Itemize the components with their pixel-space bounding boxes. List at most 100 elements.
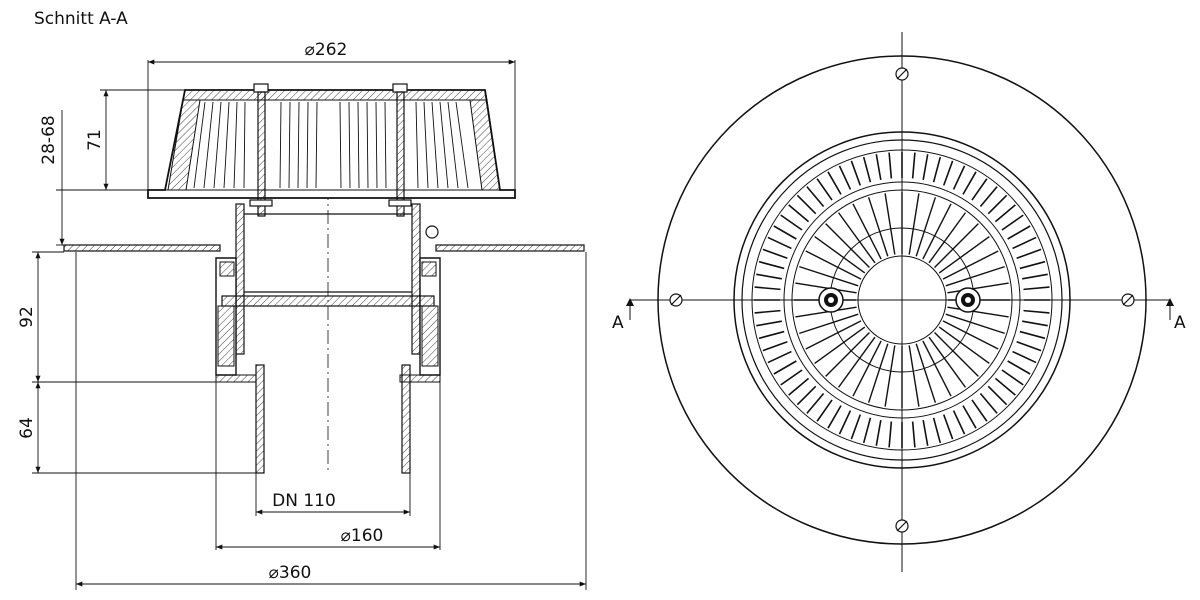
slot-line bbox=[952, 410, 966, 435]
outlet-pipe bbox=[255, 364, 411, 474]
slot-line bbox=[1019, 330, 1046, 340]
bolt-left-icon bbox=[669, 293, 683, 307]
slot-line bbox=[773, 360, 797, 375]
slot-line bbox=[838, 165, 852, 190]
slot-line bbox=[888, 421, 893, 448]
slot-line bbox=[862, 156, 872, 183]
slot-line bbox=[1023, 309, 1050, 314]
slot-line bbox=[767, 236, 792, 250]
slot-line bbox=[1001, 369, 1024, 386]
dim-diameter-360: ⌀360 bbox=[269, 563, 312, 583]
spoke-line bbox=[922, 203, 952, 260]
slot-line bbox=[1016, 340, 1042, 352]
spoke-line bbox=[938, 326, 990, 365]
base-flange bbox=[63, 244, 585, 252]
outer-slot-ring bbox=[754, 152, 1050, 448]
slot-line bbox=[762, 248, 788, 260]
grate-spokes bbox=[794, 192, 1010, 408]
outer-flange-circle bbox=[657, 55, 1147, 545]
dome-cap bbox=[147, 89, 516, 199]
slot-ring-outer bbox=[751, 149, 1053, 451]
grate-ring-outer bbox=[791, 189, 1013, 411]
slot-line bbox=[942, 160, 954, 186]
slot-line bbox=[780, 369, 803, 386]
slot-line bbox=[754, 286, 781, 291]
slot-line bbox=[911, 152, 916, 179]
spoke-line bbox=[799, 313, 859, 335]
dim-dn110: DN 110 bbox=[272, 491, 336, 511]
slot-line bbox=[1022, 273, 1048, 280]
slot-line bbox=[756, 273, 782, 280]
spoke-line bbox=[825, 223, 870, 268]
spoke-line bbox=[852, 203, 882, 260]
screw-right-icon bbox=[955, 287, 981, 313]
spoke-line bbox=[795, 306, 857, 318]
spoke-line bbox=[814, 235, 866, 274]
slot-line bbox=[762, 340, 788, 352]
spoke-line bbox=[947, 306, 1009, 318]
slot-line bbox=[816, 399, 833, 422]
slot-line bbox=[1012, 236, 1037, 250]
slot-line bbox=[962, 171, 977, 195]
slot-line bbox=[1007, 225, 1031, 240]
slot-ring-inner bbox=[783, 181, 1021, 419]
spoke-line bbox=[852, 340, 882, 397]
spoke-line bbox=[908, 345, 920, 407]
slot-line bbox=[952, 165, 966, 190]
slot-line bbox=[979, 392, 998, 414]
grate-ring-inner bbox=[857, 255, 947, 345]
slot-line bbox=[994, 377, 1016, 396]
slot-line bbox=[994, 204, 1016, 223]
spoke-line bbox=[938, 235, 990, 274]
slot-line bbox=[756, 320, 782, 327]
slot-line bbox=[962, 405, 977, 429]
spoke-line bbox=[908, 193, 920, 255]
spoke-line bbox=[805, 250, 862, 280]
spoke-line bbox=[805, 320, 862, 350]
spoke-line bbox=[825, 332, 870, 377]
slot-line bbox=[827, 405, 842, 429]
spoke-line bbox=[915, 343, 937, 403]
spoke-line bbox=[884, 345, 896, 407]
slot-line bbox=[796, 385, 817, 406]
slot-line bbox=[788, 377, 810, 396]
dim-height-28-68: 28-68 bbox=[39, 115, 59, 164]
slot-line bbox=[850, 160, 862, 186]
dome-outer-circle bbox=[733, 131, 1071, 469]
slot-line bbox=[796, 194, 817, 215]
slot-line bbox=[1022, 320, 1048, 327]
bolt-bottom-icon bbox=[895, 519, 909, 533]
spoke-line bbox=[814, 326, 866, 365]
dim-height-71: 71 bbox=[85, 129, 105, 151]
slot-line bbox=[911, 421, 916, 448]
dim-height-64: 64 bbox=[17, 417, 37, 439]
slot-line bbox=[922, 420, 929, 446]
spoke-line bbox=[942, 320, 999, 350]
dim-diameter-262: ⌀262 bbox=[305, 40, 348, 60]
flange-bolts bbox=[669, 67, 1135, 533]
section-mark-right-label: A bbox=[1174, 313, 1186, 333]
slot-line bbox=[758, 260, 785, 270]
spoke-line bbox=[795, 282, 857, 294]
spoke-line bbox=[945, 265, 1005, 287]
slot-line bbox=[806, 186, 825, 208]
dim-diameter-160: ⌀160 bbox=[341, 526, 384, 546]
slot-line bbox=[1012, 350, 1037, 364]
slot-line bbox=[987, 385, 1008, 406]
slot-line bbox=[875, 420, 882, 446]
spoke-line bbox=[922, 340, 952, 397]
section-mark-left-label: A bbox=[612, 313, 624, 333]
slot-line bbox=[1016, 248, 1042, 260]
spoke-line bbox=[915, 197, 937, 257]
section-view: Schnitt A-A bbox=[17, 9, 587, 590]
slot-line bbox=[758, 330, 785, 340]
slot-line bbox=[773, 225, 797, 240]
slot-line bbox=[1001, 214, 1024, 231]
slot-line bbox=[987, 194, 1008, 215]
spoke-line bbox=[837, 336, 876, 388]
slot-line bbox=[1007, 360, 1031, 375]
spoke-line bbox=[945, 313, 1005, 335]
bolt-right-icon bbox=[1121, 293, 1135, 307]
spoke-line bbox=[928, 212, 967, 264]
